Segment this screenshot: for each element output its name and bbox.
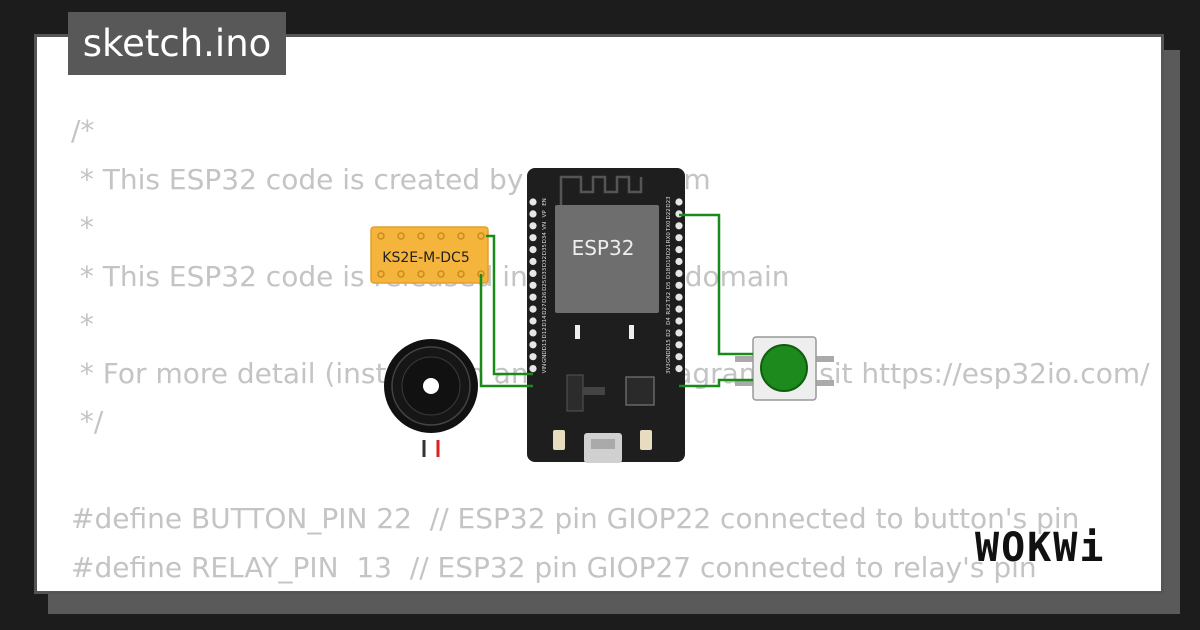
pin-label: D35	[542, 243, 548, 255]
pin-hole[interactable]	[675, 198, 683, 206]
wire-relay-gnd	[479, 274, 533, 388]
pin-label: 3V3	[666, 363, 672, 374]
pin-hole[interactable]	[529, 353, 537, 361]
pin-label: D25	[542, 279, 548, 291]
pin-hole[interactable]	[675, 222, 683, 230]
code-line: #define RELAY_PIN 13 // ESP32 pin GIOP27…	[71, 550, 1037, 584]
pin-label: D18	[666, 267, 672, 279]
pin-hole[interactable]	[529, 257, 537, 266]
pin-hole[interactable]	[529, 210, 537, 218]
buzzer[interactable]	[384, 339, 478, 457]
relay-label: KS2E-M-DC5	[382, 250, 469, 266]
pin-hole[interactable]	[529, 305, 537, 313]
pin-hole[interactable]	[529, 281, 537, 289]
pin-hole[interactable]	[675, 269, 683, 277]
pin-label: D14	[542, 315, 548, 327]
pin-column-right: D23D22TX0RX0D21D19D18D5TX2RX2D4D2D15GND3…	[666, 196, 683, 374]
pin-label: GND	[666, 350, 672, 363]
esp32-board[interactable]: ESP32 ENVPVND34D35D32D33D25D26D27D14D12D…	[527, 168, 685, 463]
preview-card: /* * This ESP32 code is created by esp32…	[34, 34, 1164, 594]
push-button[interactable]	[735, 336, 834, 401]
pin-hole[interactable]	[675, 317, 683, 325]
pin-label: D22	[666, 208, 672, 219]
code-line: #define BUTTON_PIN 22 // ESP32 pin GIOP2…	[71, 502, 1080, 535]
pin-label: D27	[542, 303, 548, 315]
pin-label: D2	[666, 329, 672, 337]
pin-label: D5	[666, 281, 672, 289]
wire-relay-d13	[486, 234, 533, 376]
pin-label: D13	[542, 339, 548, 351]
pin-label: D19	[666, 255, 672, 267]
pin-label: D32	[542, 256, 548, 267]
pin-hole[interactable]	[529, 269, 537, 277]
code-line: *	[71, 308, 94, 341]
chip-label: ESP32	[572, 236, 635, 260]
pin-hole[interactable]	[675, 234, 683, 242]
wire-d22-button	[679, 213, 753, 356]
pin-hole[interactable]	[529, 293, 537, 301]
pin-label: D34	[542, 232, 548, 244]
pin-hole[interactable]	[529, 246, 537, 254]
circuit-diagram: KS2E-M-DC5 ESP32 ENVPVND34D35D32D33D25D2…	[370, 168, 834, 463]
pin-label: TX2	[666, 292, 672, 304]
pin-hole[interactable]	[529, 329, 537, 337]
pin-label: EN	[542, 198, 548, 206]
pin-label: D4	[666, 317, 672, 325]
pin-label: D12	[542, 327, 548, 338]
pin-label: RX2	[666, 304, 672, 315]
pin-hole[interactable]	[529, 222, 537, 230]
pin-hole[interactable]	[675, 365, 683, 373]
pin-hole[interactable]	[675, 305, 683, 313]
pin-hole[interactable]	[675, 257, 683, 266]
pin-hole[interactable]	[675, 353, 683, 361]
pin-hole[interactable]	[675, 246, 683, 254]
pin-label: GND	[542, 350, 548, 363]
code-line: *	[71, 211, 94, 244]
pin-hole[interactable]	[529, 234, 537, 242]
pin-hole[interactable]	[675, 281, 683, 289]
pin-hole[interactable]	[529, 365, 537, 373]
pin-label: D26	[542, 291, 548, 303]
pin-label: D15	[666, 339, 672, 351]
pin-label: VP	[542, 210, 548, 218]
wire-gnd-button	[679, 378, 753, 388]
pin-label: VIN	[542, 364, 548, 374]
pin-hole[interactable]	[529, 341, 537, 349]
pin-hole[interactable]	[529, 317, 537, 325]
pin-hole[interactable]	[529, 198, 537, 206]
wokwi-logo: WOKWi	[975, 525, 1106, 571]
pin-column-left: EN VP VN D34D35D32D33D25D26D27D14D12D13GNDV…	[529, 198, 548, 373]
relay-module[interactable]: KS2E-M-DC5	[370, 226, 489, 284]
wires	[479, 213, 753, 388]
pin-label: TX0	[666, 220, 672, 232]
pin-hole[interactable]	[675, 341, 683, 349]
pin-label: D23	[666, 196, 672, 208]
pin-label: D33	[542, 267, 548, 279]
pin-label: RX0	[666, 232, 672, 244]
pin-label: VN	[542, 222, 548, 230]
code-block: /* * This ESP32 code is created by esp32…	[71, 107, 1150, 591]
code-line: /*	[71, 114, 95, 147]
code-line: */	[71, 405, 104, 438]
pin-hole[interactable]	[675, 293, 683, 301]
pin-label: D21	[666, 244, 672, 255]
tab-sketch-ino[interactable]: sketch.ino	[68, 12, 286, 75]
pin-hole[interactable]	[675, 329, 683, 337]
